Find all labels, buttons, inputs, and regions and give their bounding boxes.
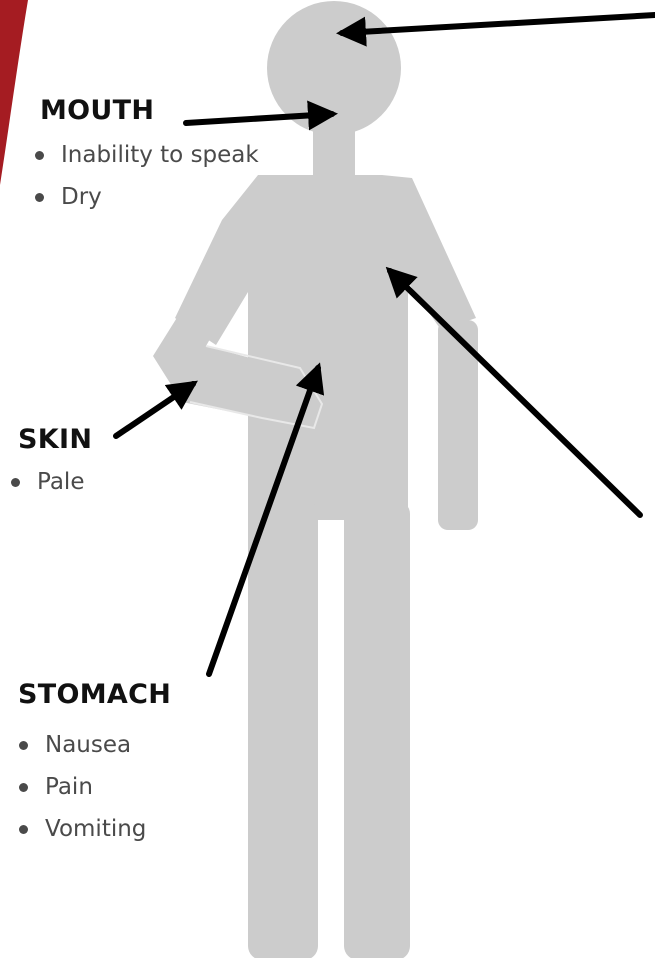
- list-item: Nausea: [15, 724, 146, 766]
- mouth-symptom-list: Inability to speak Dry: [31, 134, 259, 218]
- stomach-title: STOMACH: [18, 679, 171, 710]
- list-item: Dry: [31, 176, 259, 218]
- list-item: Inability to speak: [31, 134, 259, 176]
- head-arrow: [342, 15, 655, 33]
- list-item: Pain: [15, 766, 146, 808]
- skin-arrow: [116, 384, 193, 436]
- skin-symptom-list: Pale: [7, 461, 84, 503]
- chest-arrow: [390, 271, 640, 515]
- skin-title: SKIN: [18, 424, 92, 455]
- list-item: Pale: [7, 461, 84, 503]
- mouth-title: MOUTH: [40, 95, 154, 126]
- stomach-symptom-list: Nausea Pain Vomiting: [15, 724, 146, 850]
- list-item: Vomiting: [15, 808, 146, 850]
- red-accent-shape: [0, 0, 28, 185]
